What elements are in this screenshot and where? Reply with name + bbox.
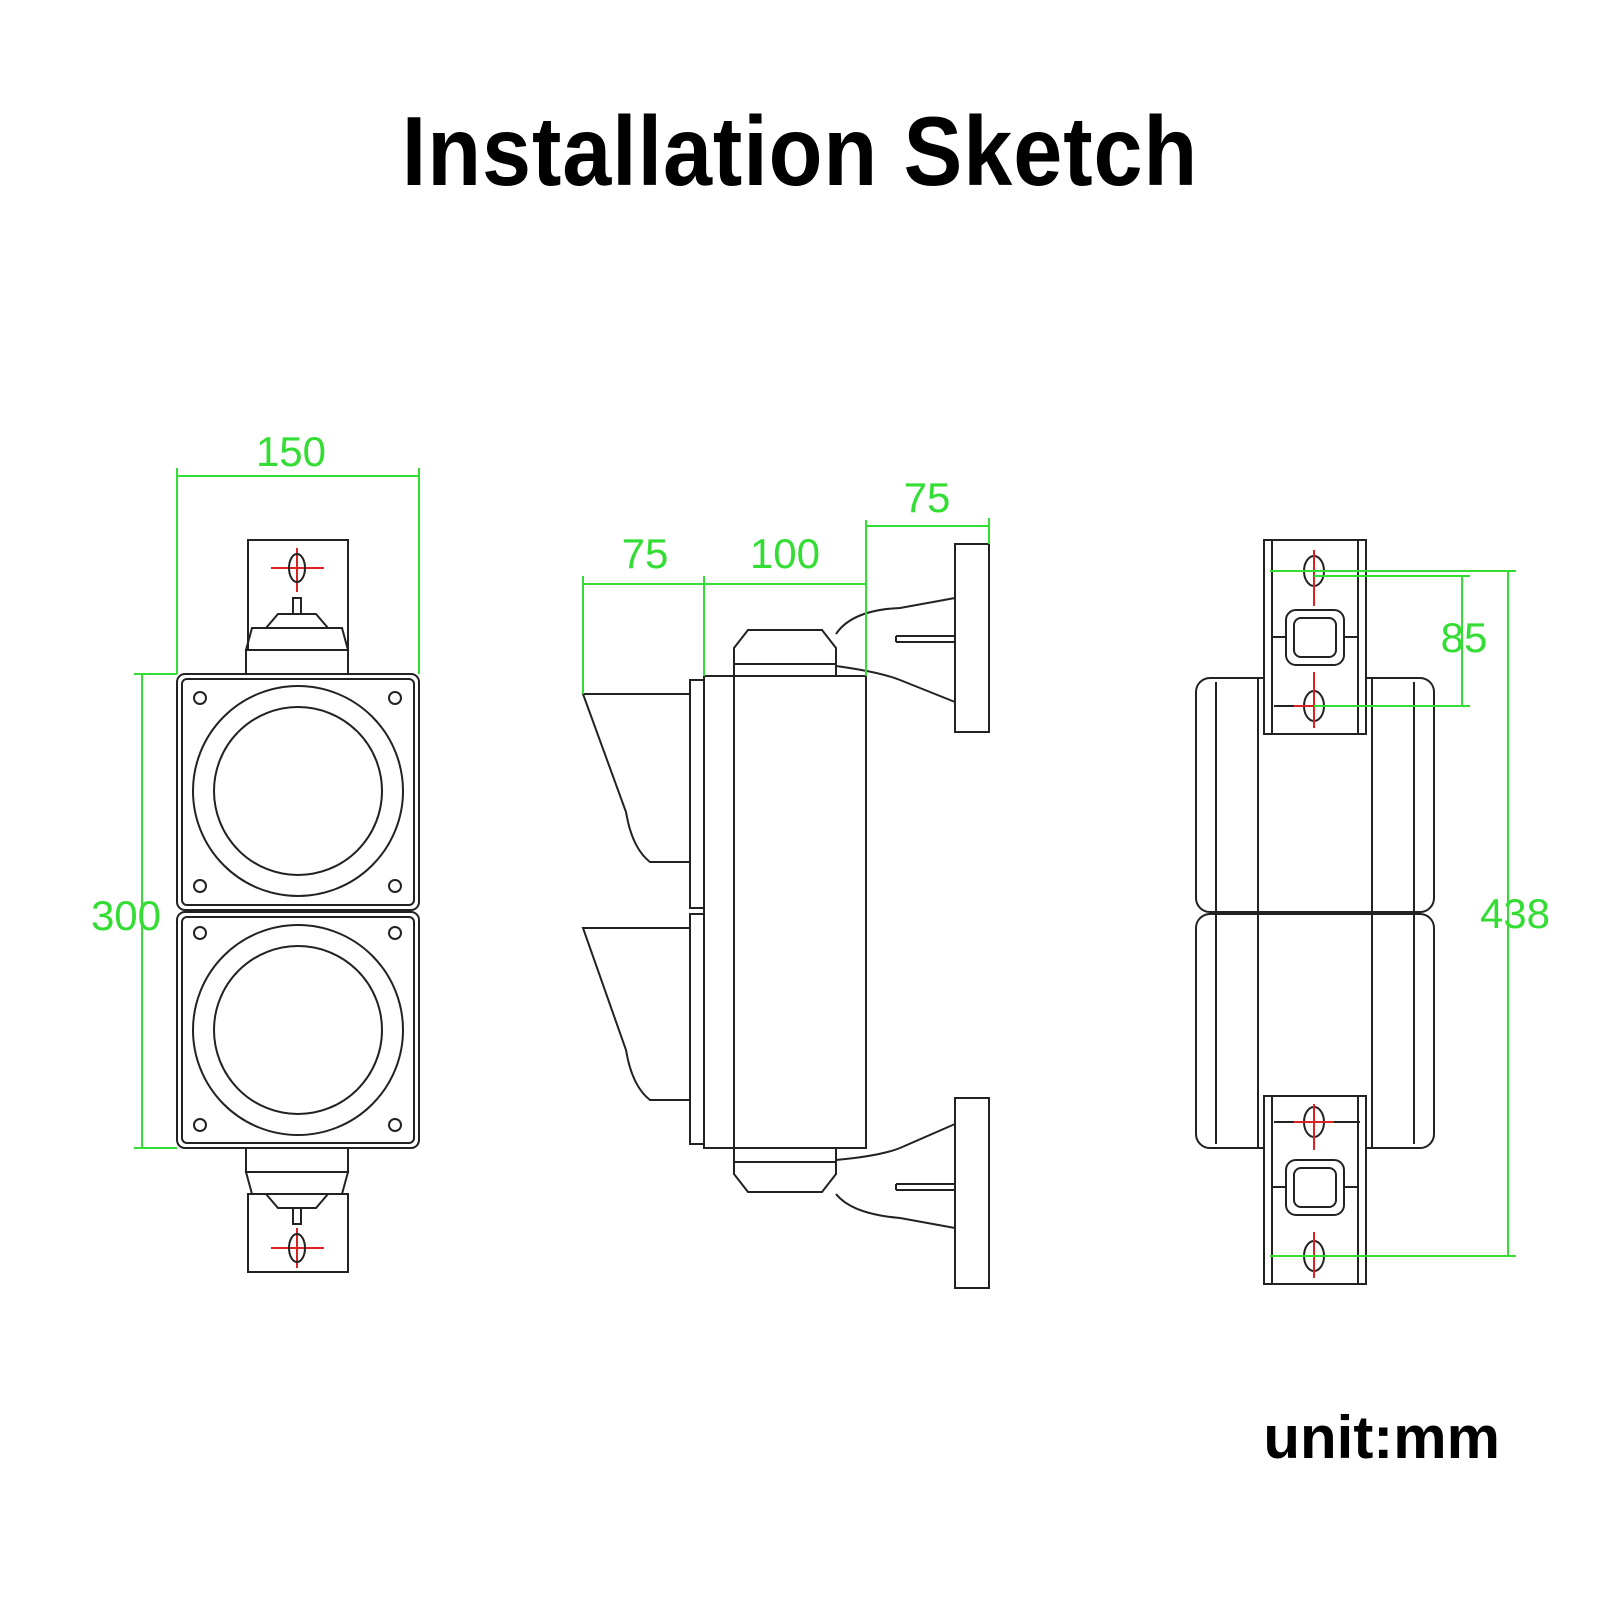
- side-top-arm: [835, 597, 956, 635]
- side-view: [581, 543, 990, 1289]
- side-bottom-mount-plate: [954, 1097, 990, 1289]
- dim-side-body: 100: [750, 530, 820, 577]
- dimension-lines: [134, 468, 1516, 1257]
- rear-view: [1195, 539, 1435, 1285]
- side-upper-visor: [581, 693, 691, 863]
- dim-rear-total-height: 438: [1480, 890, 1550, 937]
- dim-front-width: 150: [256, 428, 326, 475]
- side-body: [703, 675, 867, 1149]
- front-view: [176, 539, 420, 1273]
- side-bottom-arm: [835, 1123, 956, 1161]
- front-bottom-bracket: [247, 1193, 349, 1273]
- dim-side-bracket: 75: [904, 474, 951, 521]
- unit-label: unit:mm: [1263, 1404, 1500, 1471]
- dim-front-height: 300: [91, 892, 161, 939]
- front-top-center-mark: [271, 548, 324, 592]
- front-upper-module: [176, 673, 420, 911]
- page-title: Installation Sketch: [401, 96, 1199, 206]
- dim-rear-bracket-spacing: 85: [1441, 614, 1488, 661]
- side-top-mount-plate: [954, 543, 990, 733]
- dim-side-visor: 75: [622, 530, 669, 577]
- side-lower-visor: [581, 927, 691, 1101]
